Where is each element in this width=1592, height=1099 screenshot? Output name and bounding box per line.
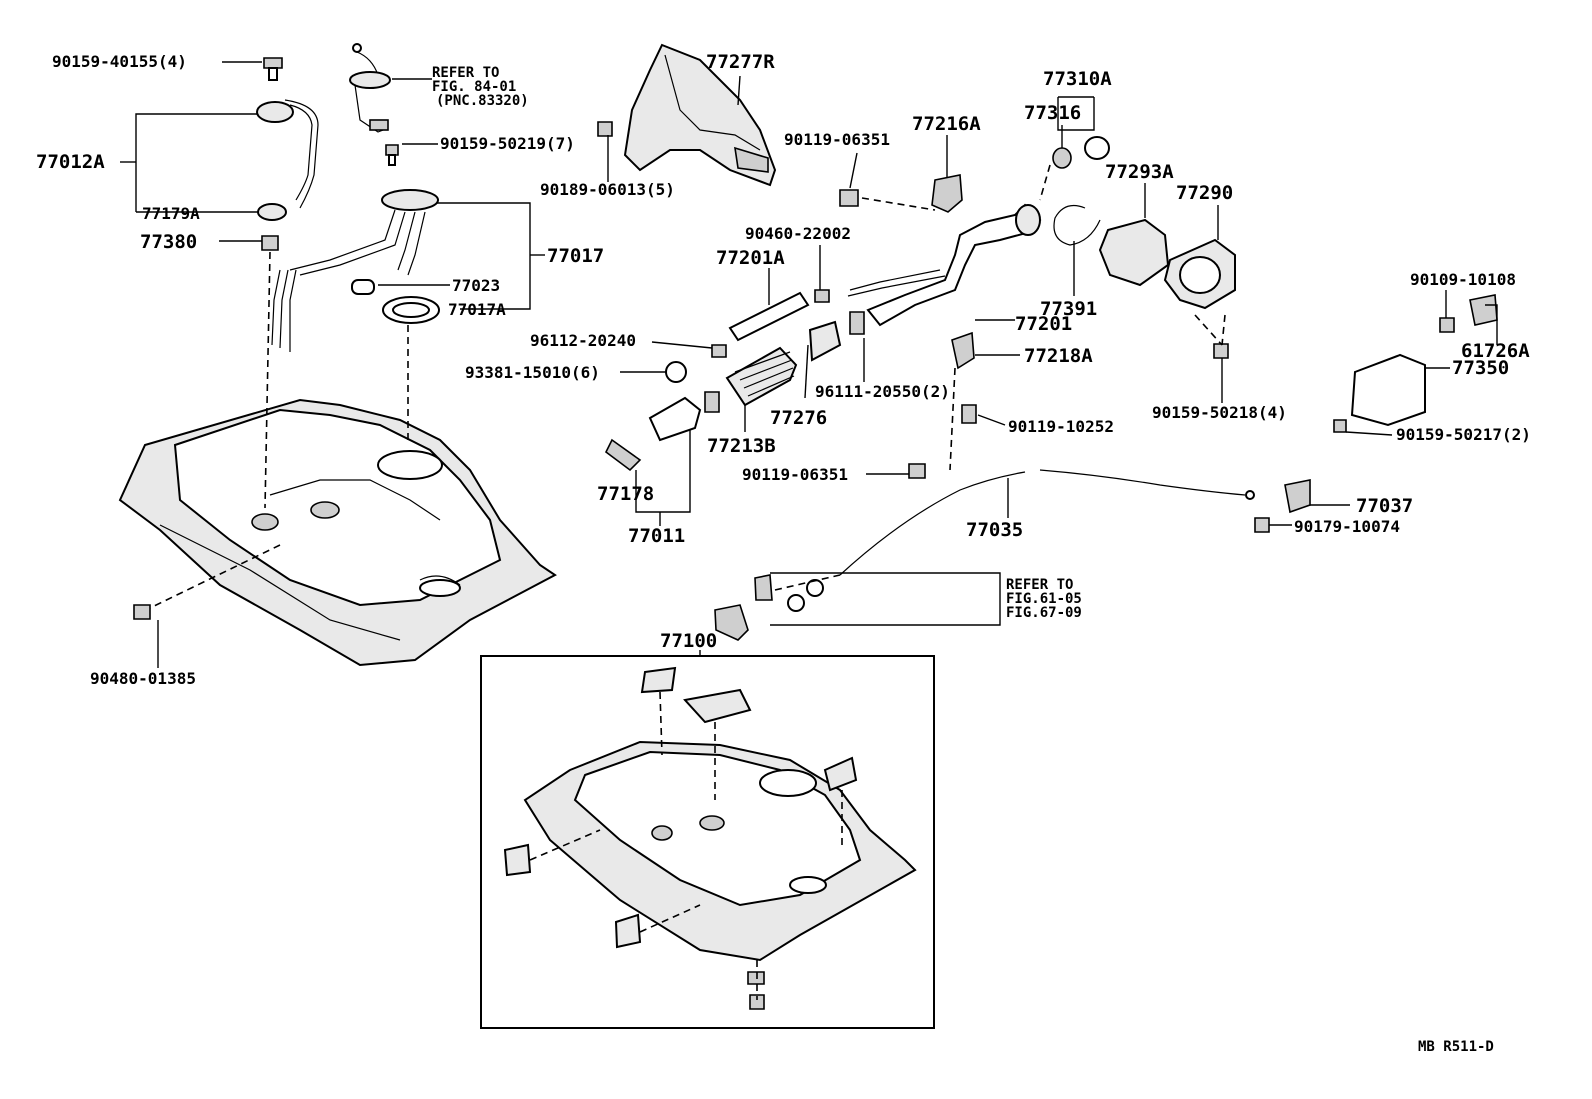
opener-cable [714,469,1311,641]
label-77290: 77290 [1176,182,1233,204]
label-77012A: 77012A [36,151,105,173]
diagram-id: MB R511-D [1418,1039,1494,1055]
label-77350: 77350 [1452,357,1509,379]
label-77213B: 77213B [707,435,776,457]
clip-90480 [133,604,151,620]
label-77391: 77391 [1040,298,1097,320]
label-77277R: 77277R [706,51,775,73]
filler-cap-parts [1052,136,1236,310]
label-77178: 77178 [597,483,654,505]
label-77100: 77100 [660,630,717,652]
label-ref-b-2: FIG.61-05 [1006,591,1082,607]
label-77017A: 77017A [448,300,506,319]
label-77023: 77023 [452,276,500,295]
label-77380: 77380 [140,231,197,253]
label-77011: 77011 [628,525,685,547]
label-90159-50219: 90159-50219(7) [440,134,575,153]
label-90119-06351-b: 90119-06351 [742,465,848,484]
label-77201: 77201 [1015,313,1072,335]
label-77035: 77035 [966,519,1023,541]
label-90119-10252: 90119-10252 [1008,417,1114,436]
assembly-lines [149,164,1226,1000]
label-ref-b-1: REFER TO [1006,577,1073,593]
label-77037: 77037 [1356,495,1413,517]
tank-assembly-box [480,655,935,1029]
label-ref-a-1: REFER TO [432,65,499,81]
part-labels: 90159-40155(4) 77012A 77179A 77380 REFER… [36,51,1531,1055]
label-96111-20550: 96111-20550(2) [815,382,950,401]
fuel-lid [1213,294,1498,433]
label-77218A: 77218A [1024,345,1093,367]
label-90460-22002: 90460-22002 [745,224,851,243]
hoses-clamps [604,289,865,472]
label-90119-06351-a: 90119-06351 [784,130,890,149]
label-61726A: 61726A [1461,340,1530,362]
label-90159-40155: 90159-40155(4) [52,52,187,71]
left-small-parts [256,57,319,352]
heat-shield [597,43,777,187]
label-93381-15010: 93381-15010(6) [465,363,600,382]
label-77276: 77276 [770,407,827,429]
label-77017: 77017 [547,245,604,267]
label-90159-50218: 90159-50218(4) [1152,403,1287,422]
label-77179A: 77179A [142,204,200,223]
label-77316: 77316 [1024,102,1081,124]
leader-lines [120,61,1498,668]
label-90109-10108: 90109-10108 [1410,270,1516,289]
label-90480-01385: 90480-01385 [90,669,196,688]
label-ref-a-3: (PNC.83320) [436,93,529,109]
label-77201A: 77201A [716,247,785,269]
label-ref-a-2: FIG. 84-01 [432,79,516,95]
label-90189-06013: 90189-06013(5) [540,180,675,199]
label-77216A: 77216A [912,113,981,135]
fuel-tank-left [118,398,557,667]
fuel-pump-assembly [289,43,440,324]
label-77310A: 77310A [1043,68,1112,90]
label-96112-20240: 96112-20240 [530,331,636,350]
filler-pipe [847,203,1042,327]
label-90179-10074: 90179-10074 [1294,517,1400,536]
label-90159-50217: 90159-50217(2) [1396,425,1531,444]
label-77293A: 77293A [1105,161,1174,183]
label-ref-b-3: FIG.67-09 [1006,605,1082,621]
